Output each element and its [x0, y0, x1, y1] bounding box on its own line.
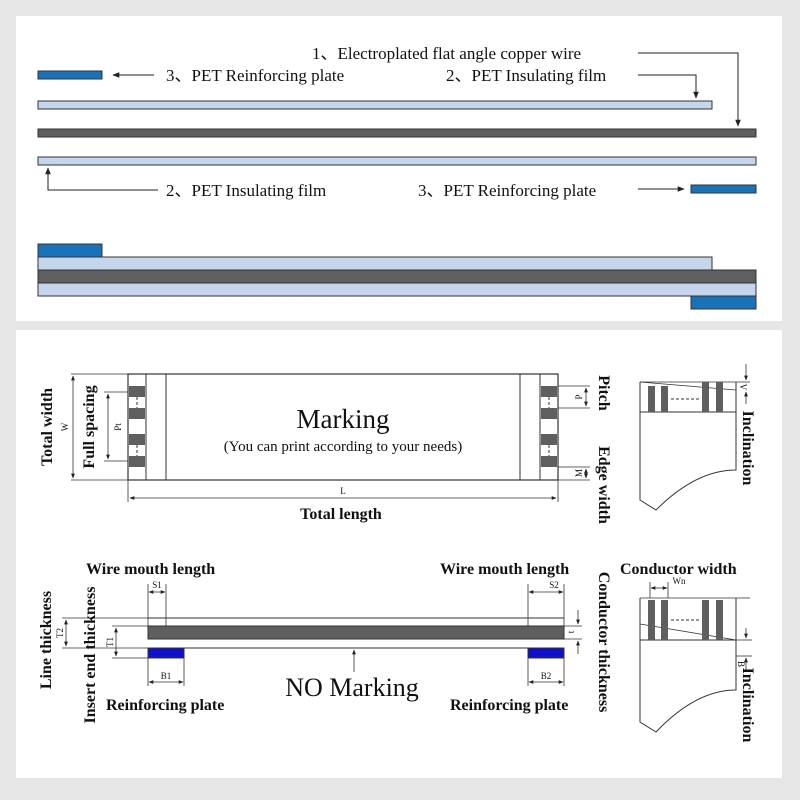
layer-structure-diagram: 1、Electroplated flat angle copper wire 3… [37, 44, 757, 310]
sym-s2: S2 [549, 580, 559, 590]
reinforcing-plate-label-right: Reinforcing plate [450, 697, 568, 714]
marking-subtitle: (You can print according to your needs) [224, 439, 462, 455]
full-spacing-label: Full spacing [81, 385, 98, 468]
ffc-side-view [147, 617, 565, 659]
sym-v: V [738, 384, 748, 391]
pet-insulating-film-bottom [37, 156, 757, 166]
layer-structure-panel: 1、Electroplated flat angle copper wire 3… [16, 16, 782, 321]
label-pet-plate-bottom: 3、PET Reinforcing plate [418, 181, 596, 200]
arrow-pet-film-top [638, 74, 699, 99]
label-pet-film-top: 2、PET Insulating film [446, 66, 606, 85]
sym-p: P [574, 394, 584, 399]
sym-l: L [340, 486, 346, 496]
conductor-width-label: Conductor width [620, 561, 737, 578]
sym-b1: B1 [161, 671, 172, 681]
insert-end-thickness-label: Insert end thickness [82, 587, 99, 724]
total-width-label: Total width [39, 388, 56, 466]
assembled-cable-stack [37, 243, 757, 310]
label-copper-wire: 1、Electroplated flat angle copper wire [312, 44, 581, 63]
conductor-thickness-label: Conductor thickness [595, 572, 612, 713]
sym-b: B [736, 661, 746, 667]
edge-width-label: Edge width [595, 446, 612, 524]
inclination-detail-top [639, 364, 750, 511]
pet-reinforcing-plate-top [37, 70, 103, 80]
sym-t2: T2 [55, 628, 65, 638]
pet-reinforcing-plate-bottom [690, 184, 757, 194]
label-pet-plate-top: 3、PET Reinforcing plate [166, 66, 344, 85]
sym-w: W [60, 422, 70, 431]
sym-m: M [574, 469, 584, 477]
pet-insulating-film-top [37, 100, 713, 110]
wire-mouth-label-right: Wire mouth length [440, 561, 569, 578]
sym-b2: B2 [541, 671, 552, 681]
label-pet-film-bottom: 2、PET Insulating film [166, 181, 326, 200]
pitch-label: Pitch [595, 375, 612, 411]
arrow-copper-wire [638, 52, 741, 127]
inclination-detail-bottom [639, 582, 752, 733]
total-length-label: Total length [300, 506, 382, 523]
arrow-pet-film-bottom [45, 167, 158, 191]
line-thickness-label: Line thickness [38, 591, 55, 689]
sym-wn: Wn [673, 576, 686, 586]
sym-t: t [566, 630, 576, 633]
inclination-label-bottom: Inclination [739, 668, 756, 743]
dimension-diagram: Marking (You can print according to your… [38, 364, 756, 743]
sym-t1: T1 [105, 637, 115, 647]
sym-pt: Pt [113, 423, 123, 431]
wire-mouth-label-left: Wire mouth length [86, 561, 215, 578]
inclination-label-top: Inclination [739, 411, 756, 486]
no-marking-label: NO Marking [285, 673, 419, 702]
sym-s1: S1 [152, 580, 162, 590]
reinforcing-plate-label-left: Reinforcing plate [106, 697, 224, 714]
copper-wire-layer [37, 128, 757, 138]
dimension-panel: Marking (You can print according to your… [16, 330, 782, 778]
marking-title: Marking [297, 404, 390, 434]
ffc-top-view [127, 373, 559, 481]
